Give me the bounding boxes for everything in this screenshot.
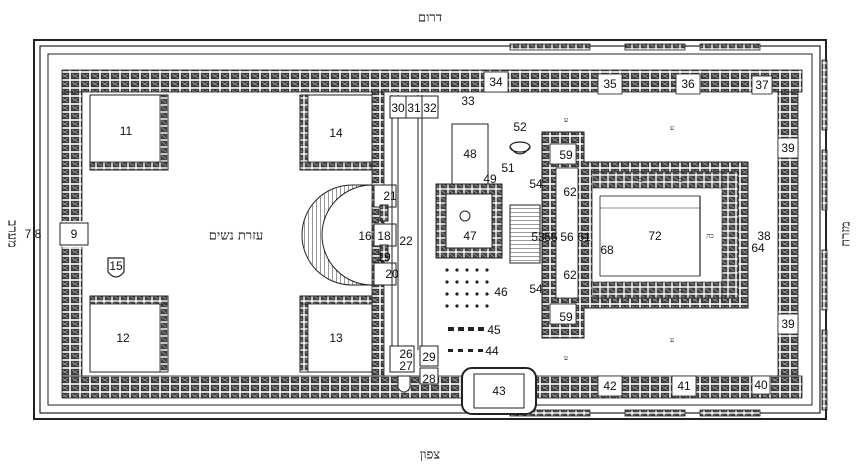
label-59-top: 59 bbox=[559, 148, 573, 162]
label-19: 19 bbox=[377, 250, 391, 264]
svg-text:ע: ע bbox=[564, 116, 568, 124]
svg-text:כז: כז bbox=[677, 286, 683, 294]
label-12: 12 bbox=[116, 331, 130, 345]
label-72: 72 bbox=[648, 229, 662, 243]
label-34: 34 bbox=[489, 75, 503, 89]
svg-text:כז: כז bbox=[677, 176, 683, 184]
hall-stairs bbox=[509, 204, 541, 264]
label-22: 22 bbox=[399, 234, 413, 248]
label-20: 20 bbox=[385, 267, 399, 281]
svg-text:כז: כז bbox=[637, 176, 643, 184]
svg-text:ע: ע bbox=[670, 336, 674, 344]
label-15: 15 bbox=[109, 259, 123, 273]
label-13: 13 bbox=[329, 331, 343, 345]
label-28: 28 bbox=[422, 372, 436, 386]
womens-court bbox=[89, 91, 385, 377]
label-64: 64 bbox=[751, 241, 765, 255]
svg-text:ע: ע bbox=[564, 354, 568, 362]
plan-numbers: 7 8 9 11 12 13 14 15 16 18 19 20 21 22 2… bbox=[25, 75, 795, 398]
label-33: 33 bbox=[461, 94, 475, 108]
interior-marks: כז כז כז כז כה ע ע ע ע bbox=[564, 116, 714, 362]
label-61: 61 bbox=[577, 230, 591, 244]
label-45: 45 bbox=[487, 323, 501, 337]
label-62-top: 62 bbox=[563, 185, 577, 199]
label-44: 44 bbox=[485, 344, 499, 358]
chambers-top-left bbox=[389, 95, 439, 385]
label-21: 21 bbox=[383, 189, 397, 203]
compass-bottom: צפון bbox=[420, 448, 440, 463]
label-31: 31 bbox=[407, 101, 421, 115]
womens-court-label: עזרת נשים bbox=[209, 229, 263, 244]
label-42: 42 bbox=[603, 379, 617, 393]
label-9: 9 bbox=[71, 227, 78, 241]
svg-text:כה: כה bbox=[706, 232, 714, 240]
label-43: 43 bbox=[492, 384, 506, 398]
label-56: 56 bbox=[560, 230, 574, 244]
svg-text:כז: כז bbox=[617, 286, 623, 294]
slaughter-area bbox=[445, 268, 489, 352]
label-18: 18 bbox=[377, 229, 391, 243]
label-38: 38 bbox=[757, 229, 771, 243]
label-37: 37 bbox=[755, 78, 769, 92]
gate-chambers bbox=[373, 184, 397, 286]
label-14: 14 bbox=[329, 126, 343, 140]
corridor bbox=[391, 95, 423, 350]
compass-right: מזרח bbox=[839, 221, 854, 247]
outer-walls bbox=[33, 39, 828, 420]
svg-text:54: 54 bbox=[529, 177, 543, 191]
label-29: 29 bbox=[422, 350, 436, 364]
sanctuary-building bbox=[541, 131, 749, 339]
label-30: 30 bbox=[391, 101, 405, 115]
label-52: 52 bbox=[513, 120, 527, 134]
label-36: 36 bbox=[681, 77, 695, 91]
label-32: 32 bbox=[423, 101, 437, 115]
label-16: 16 bbox=[358, 229, 372, 243]
label-51: 51 bbox=[501, 161, 515, 175]
label-35: 35 bbox=[603, 77, 617, 91]
altar bbox=[435, 123, 503, 259]
label-26: 26 bbox=[399, 347, 413, 361]
label-11: 11 bbox=[120, 124, 133, 138]
label-47: 47 bbox=[463, 229, 477, 243]
label-46: 46 bbox=[494, 285, 508, 299]
label-27: 27 bbox=[399, 359, 413, 373]
label-53: 53 bbox=[531, 230, 545, 244]
label-8: 8 bbox=[35, 227, 42, 241]
gate-43 bbox=[461, 367, 537, 415]
label-48: 48 bbox=[463, 147, 477, 161]
label-49: 49 bbox=[483, 172, 497, 186]
label-41: 41 bbox=[677, 379, 691, 393]
compass-top: דרום bbox=[418, 11, 442, 26]
svg-text:54: 54 bbox=[529, 282, 543, 296]
label-55: 55 bbox=[544, 230, 558, 244]
svg-text:ע: ע bbox=[670, 124, 674, 132]
svg-text:39: 39 bbox=[781, 317, 795, 331]
svg-text:62: 62 bbox=[563, 268, 577, 282]
laver bbox=[509, 141, 531, 155]
numbered-boxes bbox=[483, 71, 799, 397]
svg-text:59: 59 bbox=[559, 310, 573, 324]
label-40: 40 bbox=[754, 378, 768, 392]
label-39-top: 39 bbox=[781, 141, 795, 155]
compass-left: מערב bbox=[5, 220, 20, 248]
label-7: 7 bbox=[25, 227, 32, 241]
label-68: 68 bbox=[600, 243, 614, 257]
